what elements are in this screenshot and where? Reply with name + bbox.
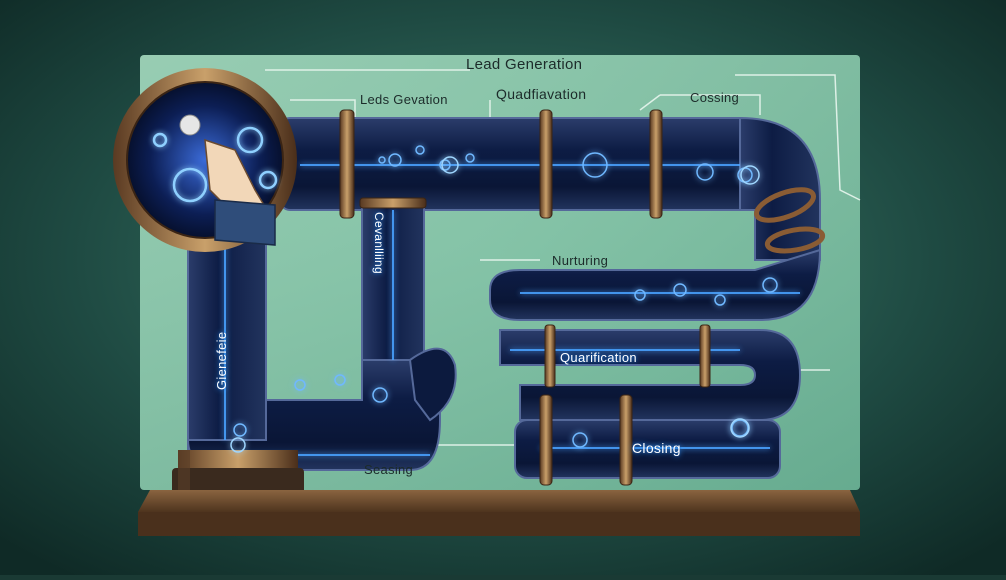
label-closing: Closing — [632, 440, 681, 456]
label-nurturing: Nurturing — [552, 253, 609, 268]
label-seasing: Seasing — [364, 462, 414, 477]
gear-icon — [179, 114, 201, 136]
coupling — [539, 109, 553, 219]
coupling — [544, 324, 556, 388]
gear-particles — [233, 145, 778, 448]
label-cossing: Cossing — [690, 90, 740, 105]
pipe-spout — [408, 347, 457, 422]
coupling — [649, 109, 663, 219]
shelf-top — [138, 490, 860, 512]
pipe-couplings — [339, 109, 711, 486]
label-leds-gevation: Leds Gevation — [360, 92, 448, 107]
coupling — [619, 394, 633, 486]
coupling — [359, 197, 427, 209]
label-gienefeie: Gienefeie — [214, 331, 229, 390]
shelf-front — [138, 512, 860, 536]
pipe-nurturing — [489, 248, 822, 321]
label-lead-generation: Lead Generation — [466, 56, 583, 73]
coupling — [539, 394, 553, 486]
pipe-quarification — [499, 329, 802, 421]
label-cevanlliing: Cevanlliing — [372, 212, 386, 274]
dollar-icon — [230, 156, 760, 453]
coupling — [699, 324, 711, 388]
pipe-base-top — [178, 450, 298, 470]
label-quadfiavation: Quadfiavation — [496, 86, 587, 102]
pipe-elbow-top-right — [739, 116, 821, 261]
coupling — [339, 109, 355, 219]
elbow-rings — [754, 187, 826, 254]
gear-icon — [152, 126, 278, 203]
hand-icon — [204, 138, 276, 246]
label-quarification: Quarification — [560, 350, 637, 365]
